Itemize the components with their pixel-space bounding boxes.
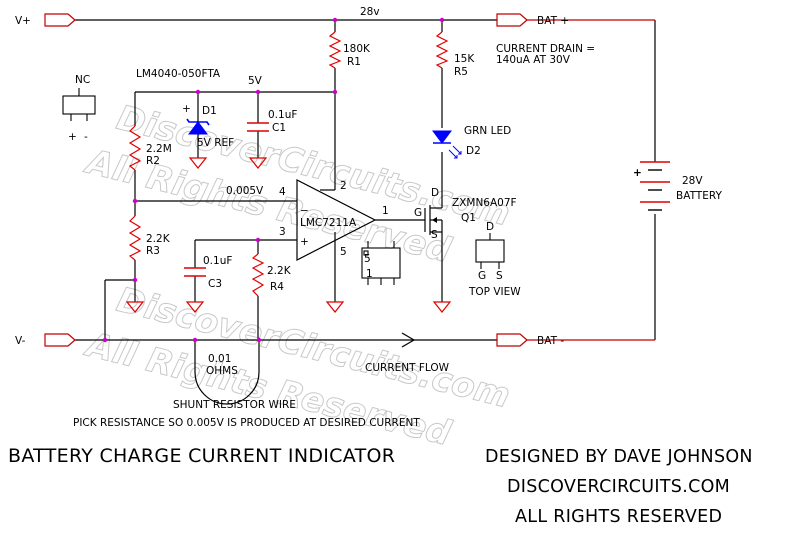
designer-credit: DESIGNED BY DAVE JOHNSON xyxy=(485,447,753,467)
vplus-label: V+ xyxy=(15,15,31,27)
ground-opamp xyxy=(325,301,345,313)
mosfet-pin-g: G xyxy=(414,207,422,219)
shunt-note-1: SHUNT RESISTOR WIRE xyxy=(173,399,296,411)
led-d2 xyxy=(432,130,462,159)
shunt-value: 0.01 xyxy=(208,353,231,365)
opamp-minus-sign: − xyxy=(300,205,309,217)
top-view-label: TOP VIEW xyxy=(468,286,521,298)
r1-ref: R1 xyxy=(347,56,361,68)
wires xyxy=(75,19,656,405)
watermark: DiscoverCircuits.com All Rights Reserved… xyxy=(79,97,514,454)
package-minus: - xyxy=(84,131,88,143)
opamp-pkg-pin-1: 1 xyxy=(366,268,373,280)
c1-value: 0.1uF xyxy=(268,109,297,121)
opamp-pin-5: 5 xyxy=(340,246,347,258)
zener-package xyxy=(62,88,96,121)
battery xyxy=(640,161,670,211)
package-plus: + xyxy=(68,131,77,143)
node-005v-label: 0.005V xyxy=(226,185,264,197)
schematic-title: BATTERY CHARGE CURRENT INDICATOR xyxy=(8,445,395,467)
ground-d1 xyxy=(188,157,208,169)
pkg-pin-s: S xyxy=(496,270,503,282)
current-drain-line-1: CURRENT DRAIN = xyxy=(496,43,595,55)
resistor-r1 xyxy=(328,31,342,69)
mosfet-q1 xyxy=(424,203,443,236)
vminus-connector xyxy=(44,333,76,347)
bat-plus-label: BAT + xyxy=(537,15,569,27)
zener-d1 xyxy=(186,112,210,135)
ground-mosfet xyxy=(432,301,452,313)
r3-ref: R3 xyxy=(146,245,160,257)
r2-value: 2.2M xyxy=(146,143,172,155)
mosfet-part: ZXMN6A07F xyxy=(452,197,517,209)
d1-ref: D1 xyxy=(202,105,217,117)
r4-ref: R4 xyxy=(270,281,284,293)
mosfet-package xyxy=(475,233,505,269)
ground-c3 xyxy=(185,301,205,313)
batminus-connector xyxy=(496,333,528,347)
battery-value: 28V xyxy=(682,175,703,187)
c3-ref: C3 xyxy=(208,278,222,290)
vminus-label: V- xyxy=(15,335,26,347)
opamp-pin-2: 2 xyxy=(340,180,347,192)
capacitor-c3 xyxy=(184,267,206,277)
opamp-pin-1: 1 xyxy=(382,205,389,217)
r3-value: 2.2K xyxy=(146,233,171,245)
r1-value: 180K xyxy=(343,43,371,55)
r5-value: 15K xyxy=(454,53,475,65)
opamp-package xyxy=(361,241,401,285)
bat-minus-label: BAT - xyxy=(537,335,564,347)
opamp-plus-sign: + xyxy=(300,236,309,248)
batplus-connector xyxy=(496,13,528,27)
c1-ref: C1 xyxy=(272,122,286,134)
pkg-pin-d: D xyxy=(486,221,494,233)
led-value: GRN LED xyxy=(464,125,511,137)
rights-reserved: ALL RIGHTS RESERVED xyxy=(515,507,722,527)
ground-c1 xyxy=(248,157,268,169)
battery-plus-sign: + xyxy=(633,167,642,179)
opamp-part: LMC7211A xyxy=(300,217,357,229)
top-rail-voltage: 28v xyxy=(360,6,380,18)
battery-label: BATTERY xyxy=(676,190,722,202)
resistor-r4 xyxy=(251,253,265,297)
opamp-pkg-pin-5: 5 xyxy=(364,253,371,265)
rail-connectors xyxy=(44,13,528,347)
mosfet-pin-s: S xyxy=(431,229,438,241)
nc-label: NC xyxy=(75,74,90,86)
node-dots xyxy=(102,17,445,343)
current-drain-line-2: 140uA AT 30V xyxy=(496,54,571,66)
shunt-unit: OHMS xyxy=(206,365,238,377)
led-ref: D2 xyxy=(466,145,481,157)
mosfet-ref: Q1 xyxy=(461,212,476,224)
pkg-pin-g: G xyxy=(478,270,486,282)
opamp-lmc7211a: − + xyxy=(296,179,377,261)
resistor-r3 xyxy=(128,215,142,261)
vplus-connector xyxy=(44,13,76,27)
resistor-r5 xyxy=(435,31,449,69)
shunt-note-2: PICK RESISTANCE SO 0.005V IS PRODUCED AT… xyxy=(73,417,420,429)
mosfet-pin-d: D xyxy=(431,187,439,199)
current-flow-label: CURRENT FLOW xyxy=(365,362,450,374)
d1-value: 5V REF xyxy=(197,137,234,149)
svg-text:+: + xyxy=(182,103,191,115)
c3-value: 0.1uF xyxy=(203,255,232,267)
r4-value: 2.2K xyxy=(267,265,292,277)
node-5v-label: 5V xyxy=(248,75,263,87)
opamp-pin-3: 3 xyxy=(279,226,286,238)
current-flow-arrow xyxy=(401,332,416,348)
opamp-pin-4: 4 xyxy=(279,186,286,198)
capacitor-c1 xyxy=(247,122,269,132)
ground-r3 xyxy=(125,301,145,313)
lm4040-label: LM4040-050FTA xyxy=(136,68,221,80)
r2-ref: R2 xyxy=(146,155,160,167)
resistor-r2 xyxy=(128,125,142,171)
r5-ref: R5 xyxy=(454,66,468,78)
site-name: DISCOVERCIRCUITS.COM xyxy=(507,477,730,497)
